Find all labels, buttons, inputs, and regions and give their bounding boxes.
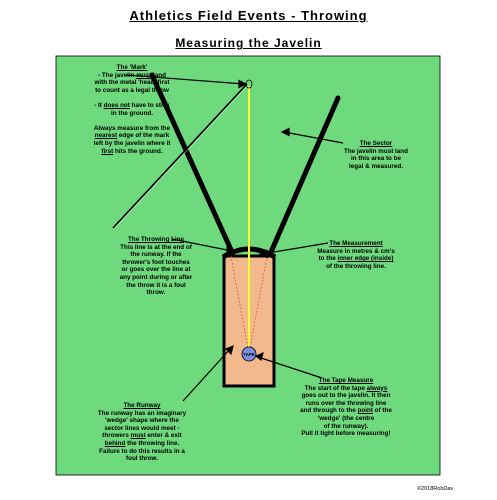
note-line: first hits the ground. — [101, 147, 163, 155]
sector-line-right — [268, 95, 341, 255]
note-line: - It does not have to stick — [94, 101, 170, 109]
note-line: The start of the tape always — [304, 384, 388, 392]
wedge-line-left — [230, 255, 250, 355]
note-line: Failure to do this results in a — [99, 447, 185, 455]
note-line: legal & measured. — [349, 162, 403, 170]
note-heading: The Runway — [123, 402, 161, 409]
arrow-tape-measure-head — [254, 351, 264, 362]
tape-label: TAPE — [243, 352, 255, 357]
note-line: The runway has an imaginary — [97, 409, 187, 417]
note-heading: The Throwing Line — [128, 236, 184, 243]
javelin-shaft — [112, 83, 248, 229]
arrow-mark-head — [238, 79, 248, 89]
note-line: - The javelin must land — [98, 71, 166, 79]
arrow-mark — [125, 74, 245, 85]
note-line: with the metal 'head' first — [94, 79, 170, 87]
note-line: the runway. If the — [130, 251, 182, 259]
page-subtitle: Measuring the Javelin — [175, 36, 322, 50]
arrow-throwing-line-head — [226, 246, 236, 256]
note-line: The javelin must land — [343, 147, 409, 155]
note-line: or goes over the line at — [121, 266, 191, 274]
arrow-sector — [283, 131, 344, 144]
arrow-runway — [182, 347, 232, 402]
note-line: throwers must enter & exit — [102, 432, 182, 440]
note-line: 'wedge' shape where the — [105, 417, 179, 425]
note-line: 'wedge' (the centre — [317, 414, 375, 422]
note-heading: The Tape Measure — [318, 377, 374, 384]
sector-line-left — [149, 72, 235, 255]
annotation-arrows — [125, 74, 344, 402]
note-line — [86, 117, 178, 125]
tape-circle — [241, 346, 257, 362]
arrow-measurement-head — [258, 249, 268, 259]
arrow-measurement — [261, 242, 329, 255]
note-line: runs over the throwing line — [305, 399, 387, 407]
note-line: foul throw. — [126, 455, 158, 463]
javelin-shaft-highlight — [114, 84, 249, 229]
note-line: to count as a legal throw — [95, 86, 169, 94]
note-line: to the inner edge (inside) — [318, 255, 394, 263]
note-line: sector lines would meet - — [104, 424, 180, 432]
note-line: of the throwing line. — [326, 262, 386, 270]
copyright-text: ©2018RobDav — [417, 486, 454, 492]
note-line: any point during or after — [119, 273, 193, 281]
note-line: the throw it is a foul — [126, 281, 186, 289]
note-line: behind the throwing line. — [104, 439, 180, 447]
note-line: thrower's foot touches — [122, 258, 190, 266]
note-line: of the runway). — [323, 422, 369, 430]
note-heading: The Measurement — [329, 240, 383, 247]
note-heading: The Sector — [359, 140, 393, 147]
arrow-sector-head — [280, 127, 290, 137]
arrow-tape-measure — [257, 356, 323, 379]
note-heading: The 'Mark' — [116, 64, 148, 71]
note-line: This line is at the end of — [120, 243, 192, 251]
arrow-runway-head — [224, 344, 234, 356]
note-line: Always measure from the — [93, 124, 171, 132]
note-line: in the ground. — [111, 109, 153, 117]
note-line: in this area to be — [350, 155, 402, 163]
note-line: and through to the point of the — [300, 407, 392, 415]
note-line: Measure in metres & cm's — [317, 247, 395, 255]
note-line: left by the javelin where it — [93, 139, 171, 147]
note-line — [86, 94, 178, 102]
note-line: throw. — [146, 289, 166, 297]
note-line: nearest edge of the mark — [94, 132, 170, 140]
note-line: goes out to the javelin. It then — [301, 392, 391, 400]
arrow-throwing-line — [171, 238, 233, 252]
wedge-line-right — [248, 255, 268, 355]
note-line: Pull it tight before measuring! — [301, 430, 391, 438]
page-title: Athletics Field Events - Throwing — [129, 8, 368, 23]
